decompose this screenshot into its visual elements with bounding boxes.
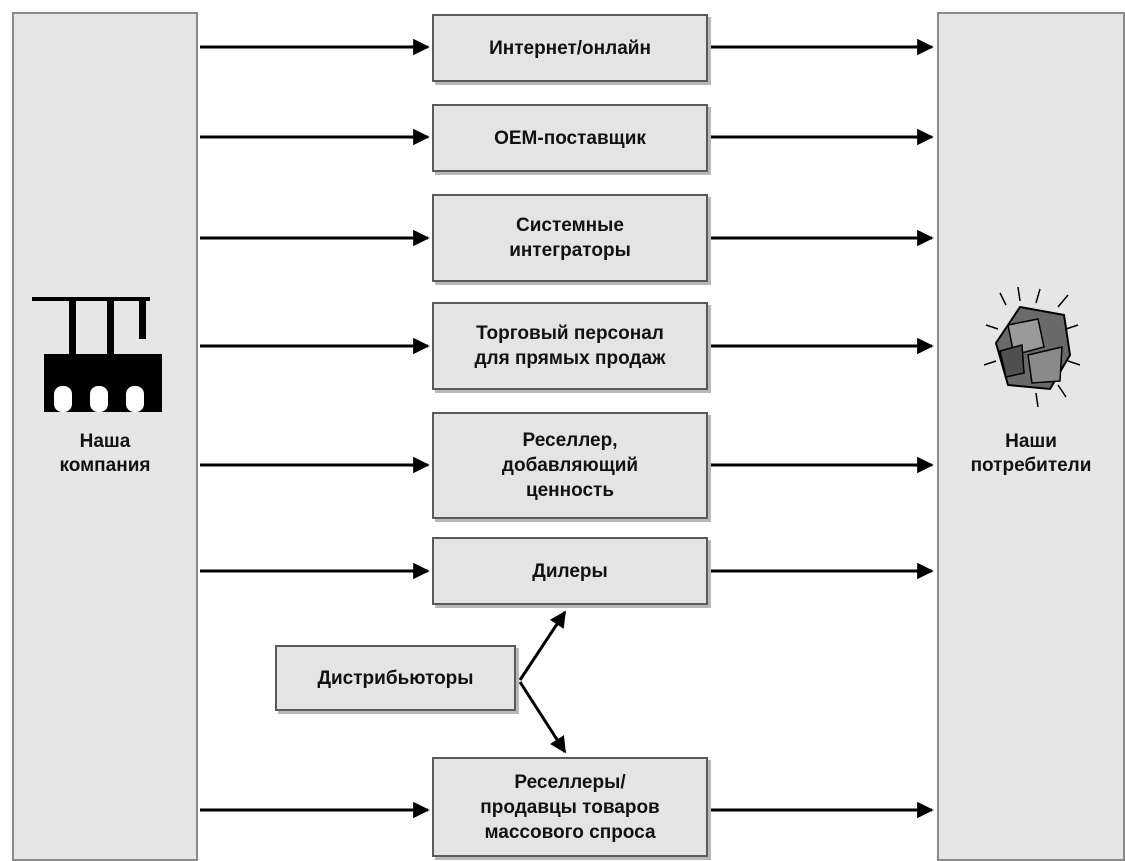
channel-value-added-reseller: Реселлер, добавляющий ценность [432, 412, 708, 519]
arrow-distributors-mass-resellers [518, 681, 567, 754]
factory-icon [32, 297, 162, 412]
consumers-panel [937, 12, 1125, 861]
channel-system-integrators: Системные интеграторы [432, 194, 708, 282]
channel-dealers: Дилеры [432, 537, 708, 605]
distributors-box: Дистрибьюторы [275, 645, 516, 711]
channel-direct-sales: Торговый персонал для прямых продаж [432, 302, 708, 390]
company-label: Наша компания [59, 431, 151, 476]
channel-internet-online: Интернет/онлайн [432, 14, 708, 82]
company-panel [12, 12, 198, 861]
arrow-distributors-dealers [518, 610, 567, 681]
channel-oem-supplier: ОЕМ-поставщик [432, 104, 708, 172]
channel-mass-resellers: Реселлеры/ продавцы товаров массового сп… [432, 757, 708, 857]
consumers-icon [983, 286, 1081, 408]
consumers-label: Наши потребители [970, 431, 1092, 476]
